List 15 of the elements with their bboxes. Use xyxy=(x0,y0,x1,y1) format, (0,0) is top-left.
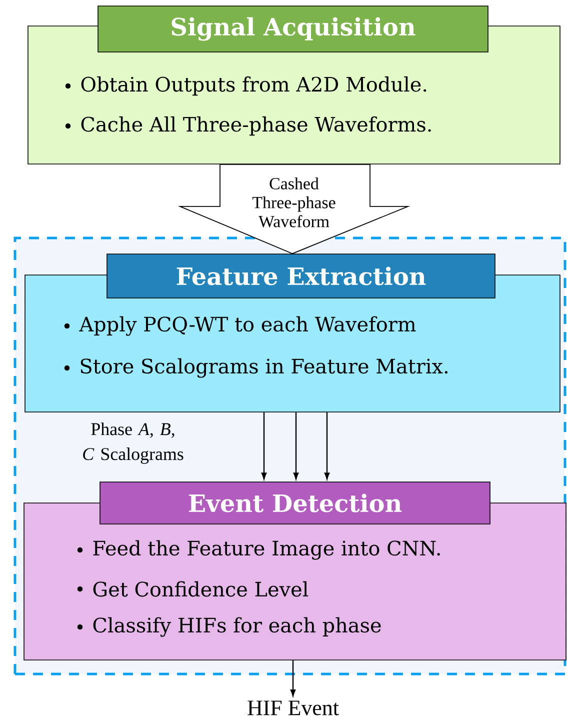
edge-label: Phase A, B, C Scalograms xyxy=(83,422,184,464)
edge-label: Cashed Three-phase Waveform xyxy=(252,177,336,228)
arrow xyxy=(261,412,267,480)
bullet-text: Cache All Three-phase Waveforms. xyxy=(81,116,431,136)
arrow xyxy=(290,660,296,696)
bullet-text: Classify HIFs for each phase xyxy=(93,617,381,637)
bullet-text: Get Confidence Level xyxy=(93,581,308,597)
bullet-text: Store Scalograms in Feature Matrix. xyxy=(80,358,448,378)
arrow xyxy=(293,412,299,480)
block-arrow xyxy=(178,164,410,254)
bullet-text: Apply PCQ-WT to each Waveform xyxy=(79,316,416,336)
bullet-text: Obtain Outputs from A2D Module. xyxy=(81,76,426,96)
output-text: HIF Event xyxy=(248,700,339,716)
bullet-text: Feed the Feature Image into CNN. xyxy=(93,540,440,560)
arrow xyxy=(324,412,330,480)
